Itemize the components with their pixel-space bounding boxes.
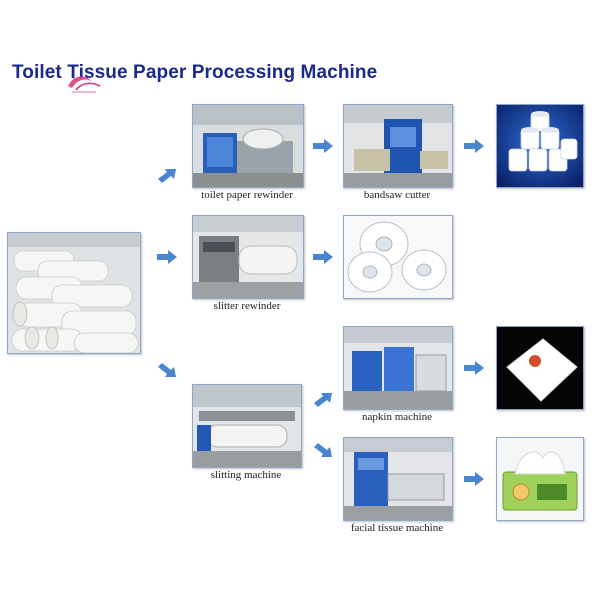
arrow-rewinder-to-bandsaw-icon	[313, 139, 333, 153]
arrow-facial-machine-to-box-icon	[464, 472, 484, 486]
arrow-napkin-machine-to-napkin-icon	[464, 361, 484, 375]
slitting-machine-image	[192, 384, 302, 468]
tissue-paper-rolls-icon	[8, 233, 140, 353]
slitter-rewinder-photo-icon	[193, 216, 303, 298]
brand-logo-icon	[68, 76, 101, 93]
facial-tissue-machine-caption: facial tissue machine	[350, 522, 444, 534]
toilet-paper-rewinder-image	[192, 104, 304, 188]
arrow-source-to-rewinder-icon	[158, 169, 176, 183]
napkin-machine-photo-icon	[344, 327, 452, 409]
napkin-machine-caption: napkin machine	[362, 411, 432, 423]
slitter-rewinder-image	[192, 215, 304, 299]
bandsaw-machine-photo-icon	[344, 105, 452, 187]
jumbo-rolls-photo-icon	[344, 216, 452, 298]
rewinder-machine-photo-icon	[193, 105, 303, 187]
toilet-rolls-photo-icon	[497, 105, 583, 187]
arrow-source-to-slitter-icon	[157, 250, 177, 264]
arrow-slitting-to-napkin-machine-icon	[314, 393, 332, 407]
slitting-machine-caption: slitting machine	[210, 469, 282, 481]
source-rolls-image	[7, 232, 141, 354]
jumbo-rolls-image	[343, 215, 453, 299]
facial-tissue-machine-photo-icon	[344, 438, 452, 520]
napkin-photo-icon	[497, 327, 583, 409]
napkin-image	[496, 326, 584, 410]
bandsaw-cutter-caption: bandsaw cutter	[363, 189, 431, 201]
slitter-rewinder-caption: slitter rewinder	[213, 300, 281, 312]
facial-tissue-machine-image	[343, 437, 453, 521]
bandsaw-cutter-image	[343, 104, 453, 188]
toilet-rolls-image	[496, 104, 584, 188]
arrow-source-to-slitting-icon	[158, 363, 176, 377]
toilet-paper-rewinder-caption: toilet paper rewinder	[201, 189, 293, 201]
diagram-title: Toilet Tissue Paper Processing Machine	[12, 62, 378, 83]
arrow-slitter-to-jumbo-icon	[313, 250, 333, 264]
arrow-bandsaw-to-rolls-icon	[464, 139, 484, 153]
napkin-machine-image	[343, 326, 453, 410]
arrow-slitting-to-facial-machine-icon	[314, 443, 332, 457]
tissue-box-photo-icon	[497, 438, 583, 520]
tissue-box-image	[496, 437, 584, 521]
slitting-machine-photo-icon	[193, 385, 301, 467]
